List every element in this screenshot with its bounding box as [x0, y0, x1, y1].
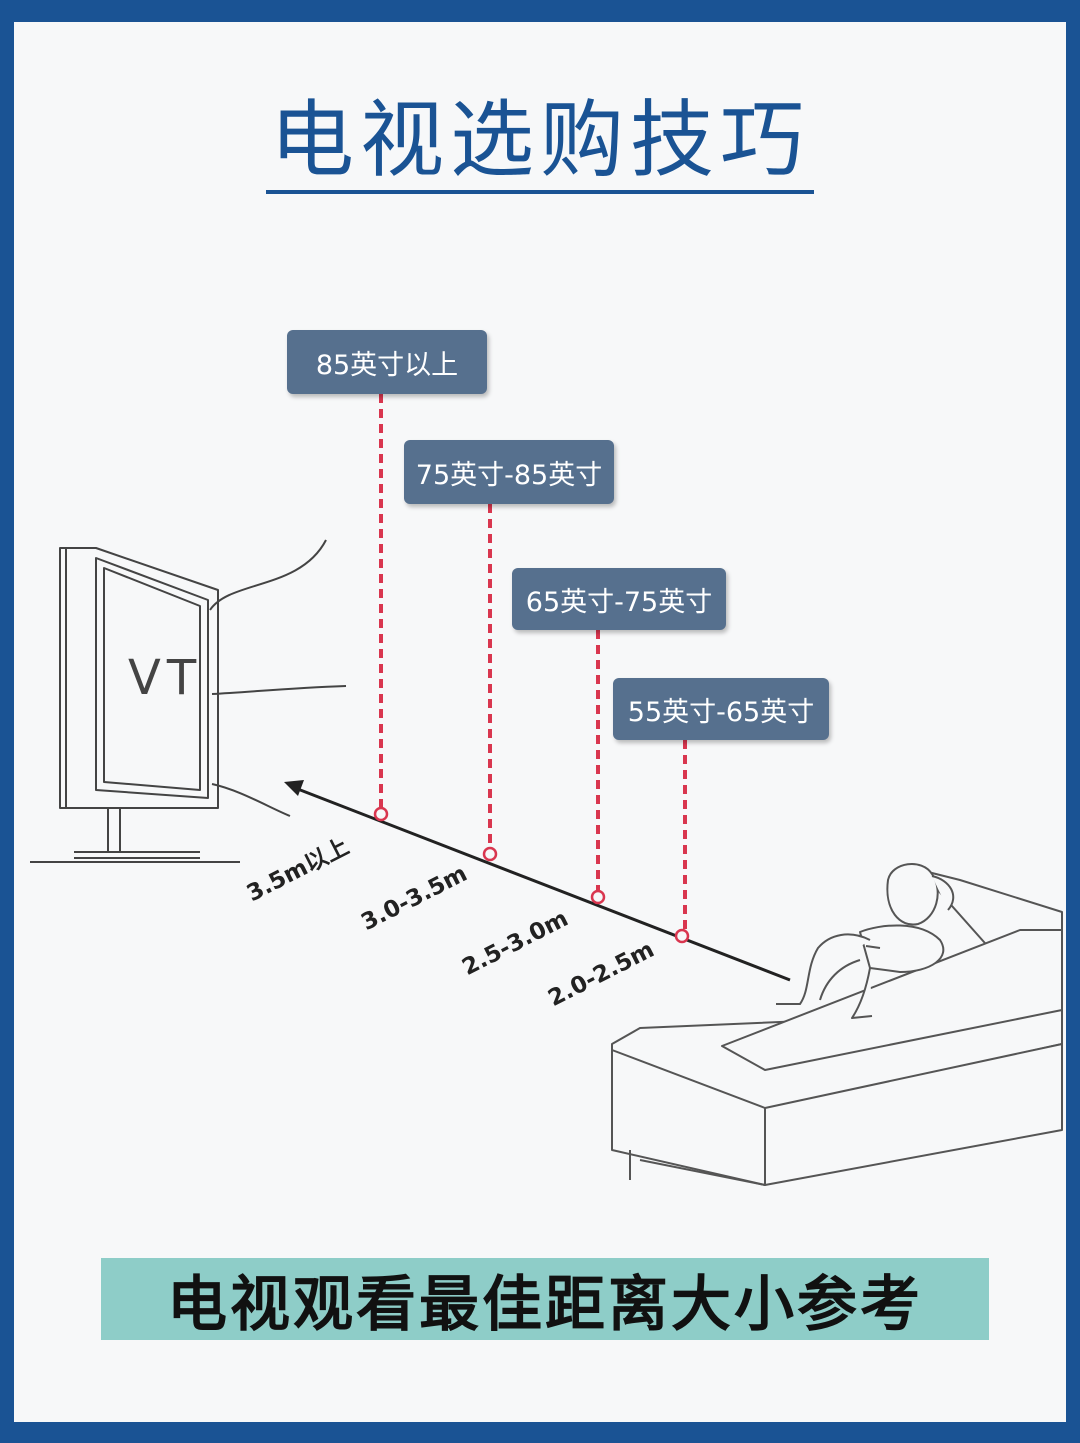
person-sketch [776, 862, 955, 1019]
size-label-55-65: 55英寸-65英寸 [613, 678, 829, 740]
marker-points [373, 806, 690, 944]
sofa-sketch [611, 869, 1063, 1186]
marker-point-55-65 [674, 928, 690, 944]
marker-point-85-plus [373, 806, 389, 822]
distance-axis [284, 780, 791, 982]
size-label-85-plus: 85英寸以上 [287, 330, 487, 394]
page-title: 电视选购技巧 [0, 92, 1080, 194]
bottom-banner: 电视观看最佳距离大小参考 [101, 1258, 989, 1340]
tv-sketch [30, 539, 347, 863]
size-label-75-85: 75英寸-85英寸 [404, 440, 614, 504]
tv-screen-text: VT [128, 650, 203, 706]
marker-point-75-85 [482, 846, 498, 862]
marker-point-65-75 [590, 889, 606, 905]
size-label-65-75: 65英寸-75英寸 [512, 568, 726, 630]
marker-lines [379, 394, 687, 930]
